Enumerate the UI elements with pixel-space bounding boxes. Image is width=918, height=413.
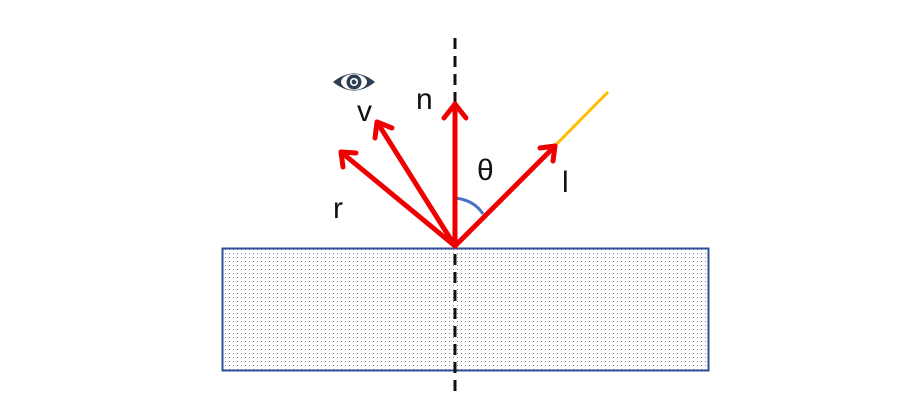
label-theta: θ (477, 154, 494, 187)
surface-block (221, 247, 710, 372)
vector-v (372, 119, 458, 249)
label-l: l (562, 166, 569, 199)
vector-r (338, 149, 458, 249)
eye-icon (333, 73, 375, 91)
vector-n (441, 101, 469, 249)
label-n: n (416, 83, 433, 116)
angle-arc (454, 196, 485, 215)
label-r: r (333, 192, 343, 225)
label-v: v (357, 95, 372, 128)
vector-l (452, 143, 558, 249)
